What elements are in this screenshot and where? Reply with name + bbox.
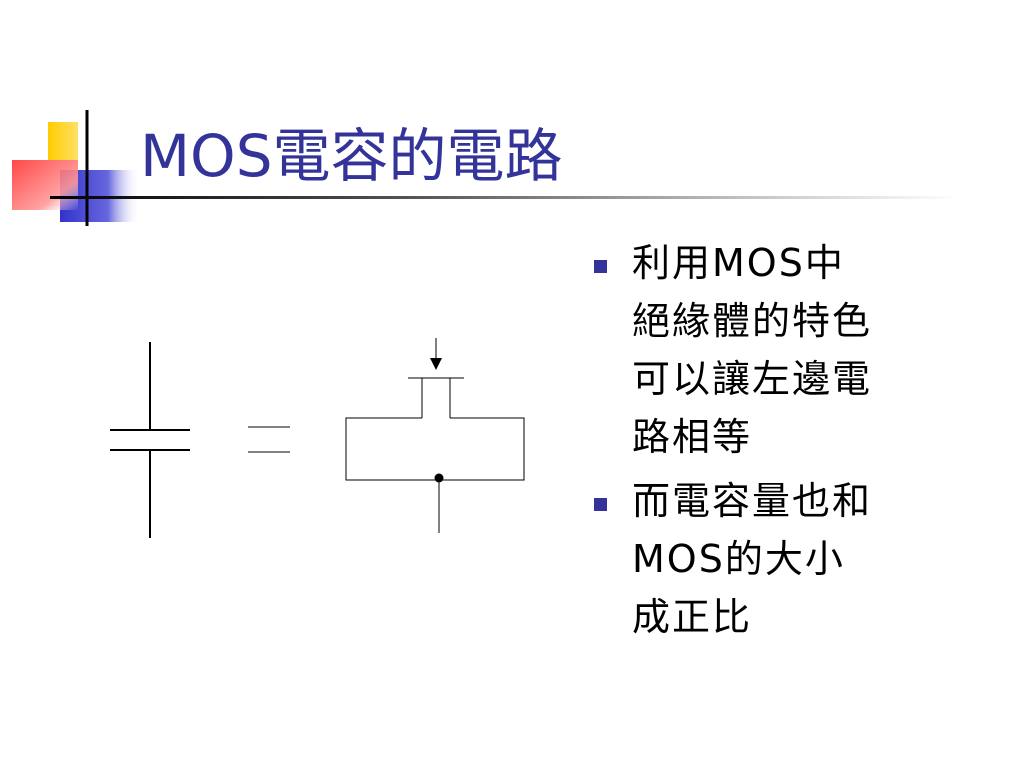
mos-gate-arrow-head: [430, 358, 442, 370]
slide-title: MOS電容的電路: [140, 122, 563, 190]
title-decoration: [12, 110, 140, 226]
capacitor-symbol: [110, 342, 190, 538]
deco-red-square: [12, 160, 78, 210]
equals-sign: [248, 426, 290, 453]
bullet-list: 利用MOS中 絕緣體的特色 可以讓左邊電 路相等 而電容量也和 MOS的大小 成…: [592, 234, 912, 652]
bullet-text: 而電容量也和 MOS的大小 成正比: [632, 479, 873, 639]
mos-symbol: [345, 338, 525, 533]
bullet-item: 利用MOS中 絕緣體的特色 可以讓左邊電 路相等: [592, 234, 912, 466]
title-underline: [50, 196, 960, 199]
mos-capacitor-circuit-diagram: [110, 338, 525, 538]
deco-yellow-square: [48, 122, 78, 160]
bullet-text: 利用MOS中 絕緣體的特色 可以讓左邊電 路相等: [632, 241, 873, 459]
square-bullet-icon: [594, 260, 607, 273]
bullet-item: 而電容量也和 MOS的大小 成正比: [592, 472, 912, 646]
mos-body-outline: [345, 417, 525, 481]
square-bullet-icon: [594, 498, 607, 511]
